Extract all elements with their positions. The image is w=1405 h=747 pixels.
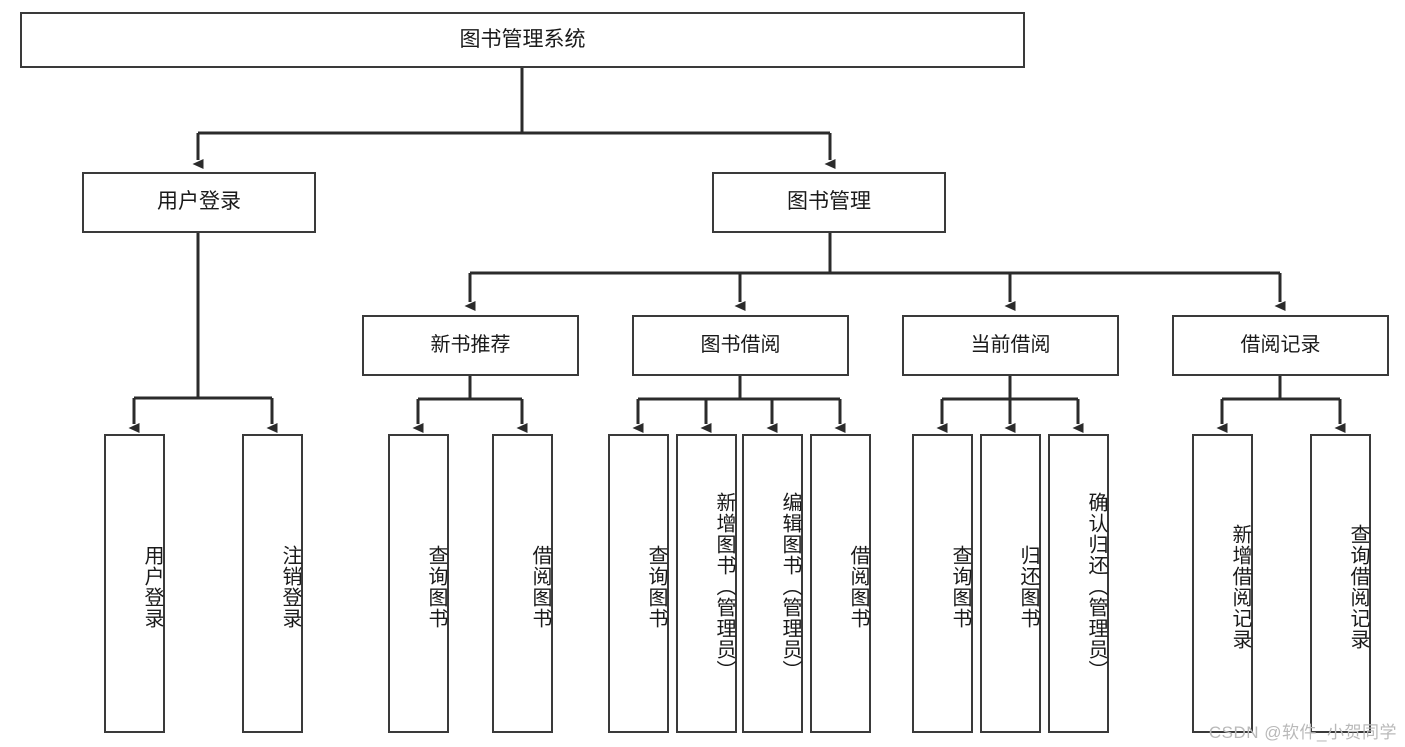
node-label: 图书借阅: [700, 333, 781, 356]
node-leaf-add-book[interactable]: 新增图书（管理员）: [676, 434, 737, 733]
node-leaf-add-record[interactable]: 新增借阅记录: [1192, 434, 1253, 733]
node-label: 查询借阅记录: [1347, 523, 1369, 650]
node-label: 用户登录: [141, 544, 163, 629]
node-label: 借阅图书: [847, 544, 869, 629]
node-label: 图书管理系统: [459, 27, 586, 51]
node-label: 新书推荐: [430, 333, 511, 356]
node-leaf-user-logout[interactable]: 注销登录: [242, 434, 303, 733]
node-label: 当前借阅: [970, 333, 1051, 356]
node-label: 借阅记录: [1240, 333, 1321, 356]
node-label: 查询图书: [425, 544, 447, 629]
node-label: 归还图书: [1017, 544, 1039, 629]
node-label: 用户登录: [157, 190, 241, 214]
node-leaf-query-book-2[interactable]: 查询图书: [608, 434, 669, 733]
node-leaf-query-book-1[interactable]: 查询图书: [388, 434, 449, 733]
node-label: 新增借阅记录: [1229, 523, 1251, 650]
node-leaf-user-login[interactable]: 用户登录: [104, 434, 165, 733]
node-label: 注销登录: [279, 544, 301, 629]
node-new-book-recommend[interactable]: 新书推荐: [362, 315, 579, 376]
node-label: 新增图书（管理员）: [713, 492, 735, 681]
node-label: 查询图书: [645, 544, 667, 629]
node-leaf-return-book[interactable]: 归还图书: [980, 434, 1041, 733]
node-book-manage[interactable]: 图书管理: [712, 172, 946, 233]
node-leaf-borrow-book-2[interactable]: 借阅图书: [810, 434, 871, 733]
node-label: 借阅图书: [529, 544, 551, 629]
node-borrow-record[interactable]: 借阅记录: [1172, 315, 1389, 376]
watermark: CSDN @软件_小贺同学: [1208, 723, 1397, 742]
node-leaf-confirm-return[interactable]: 确认归还（管理员）: [1048, 434, 1109, 733]
node-label: 编辑图书（管理员）: [779, 492, 801, 681]
node-leaf-query-book-3[interactable]: 查询图书: [912, 434, 973, 733]
node-book-borrow[interactable]: 图书借阅: [632, 315, 849, 376]
node-label: 查询图书: [949, 544, 971, 629]
node-root-system[interactable]: 图书管理系统: [20, 12, 1025, 68]
node-label: 图书管理: [787, 190, 871, 214]
node-leaf-query-record[interactable]: 查询借阅记录: [1310, 434, 1371, 733]
node-label: 确认归还（管理员）: [1085, 492, 1107, 681]
node-current-borrow[interactable]: 当前借阅: [902, 315, 1119, 376]
node-leaf-borrow-book-1[interactable]: 借阅图书: [492, 434, 553, 733]
node-leaf-edit-book[interactable]: 编辑图书（管理员）: [742, 434, 803, 733]
node-user-login[interactable]: 用户登录: [82, 172, 316, 233]
